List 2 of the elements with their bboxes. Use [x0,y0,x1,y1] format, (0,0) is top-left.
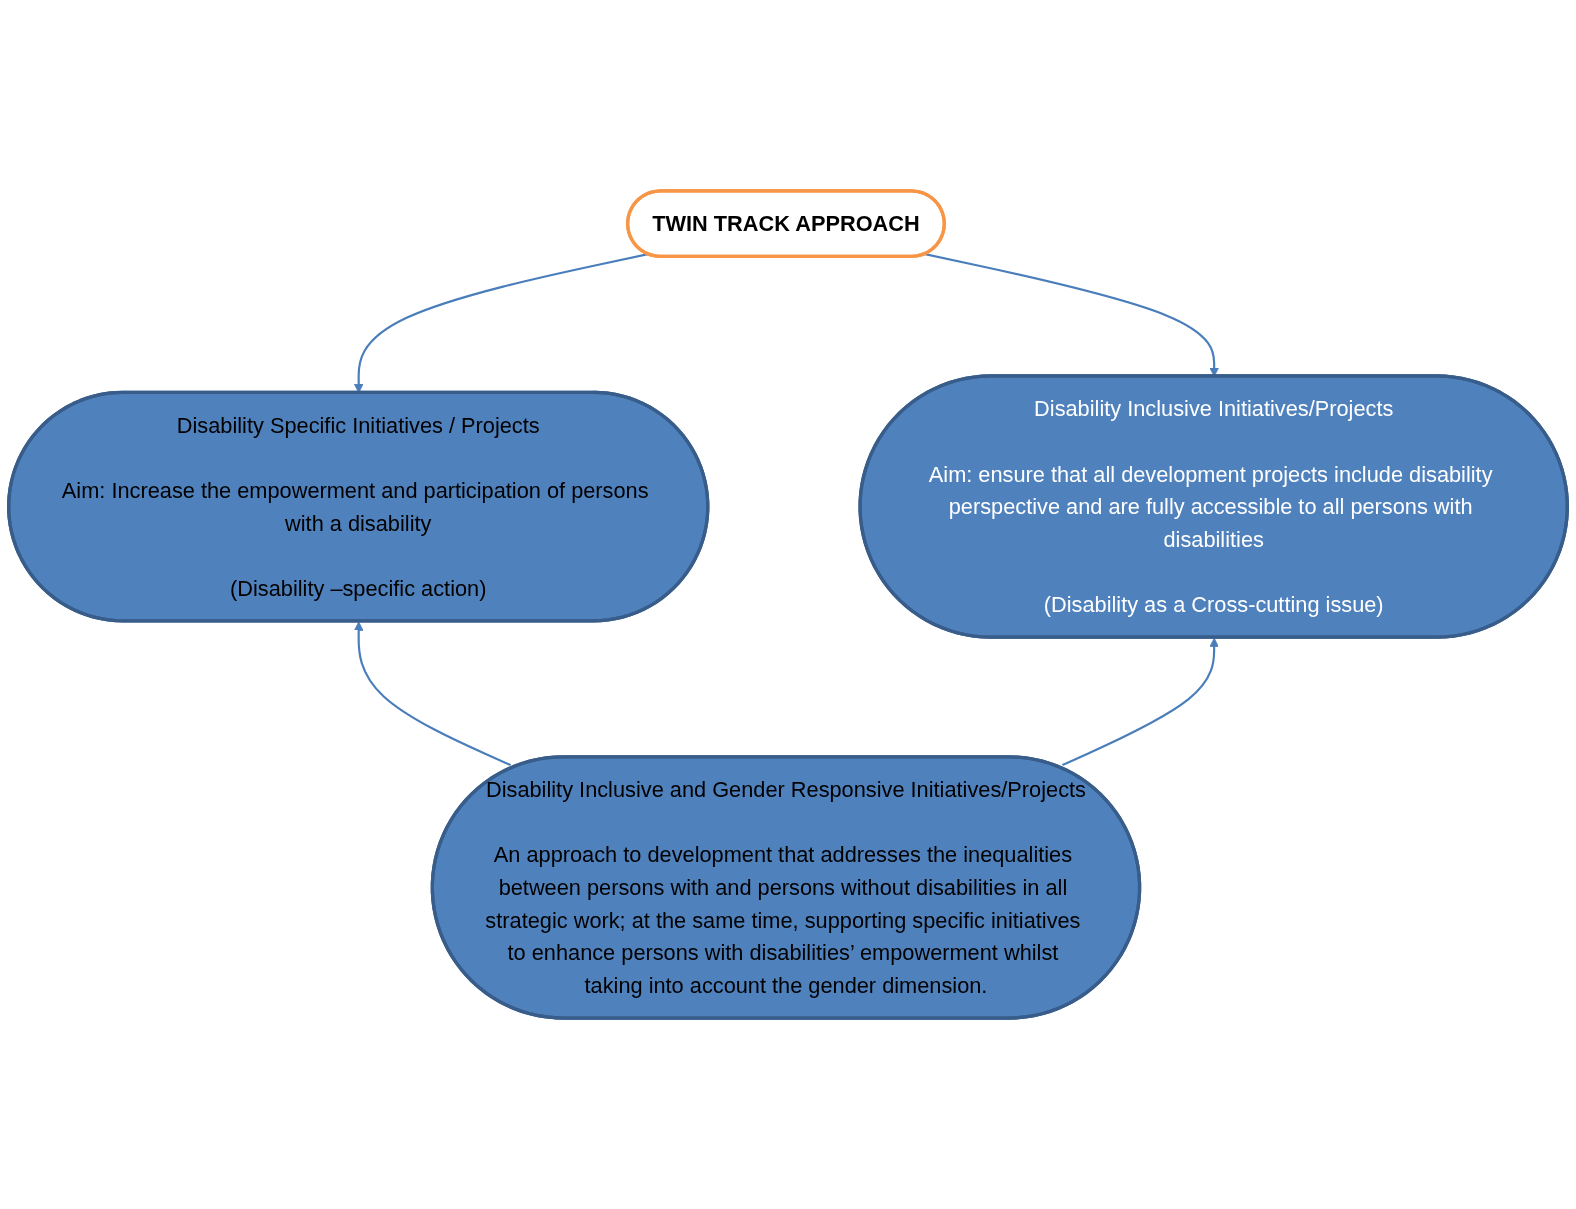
arrow [1062,637,1219,767]
arrow [353,621,511,767]
